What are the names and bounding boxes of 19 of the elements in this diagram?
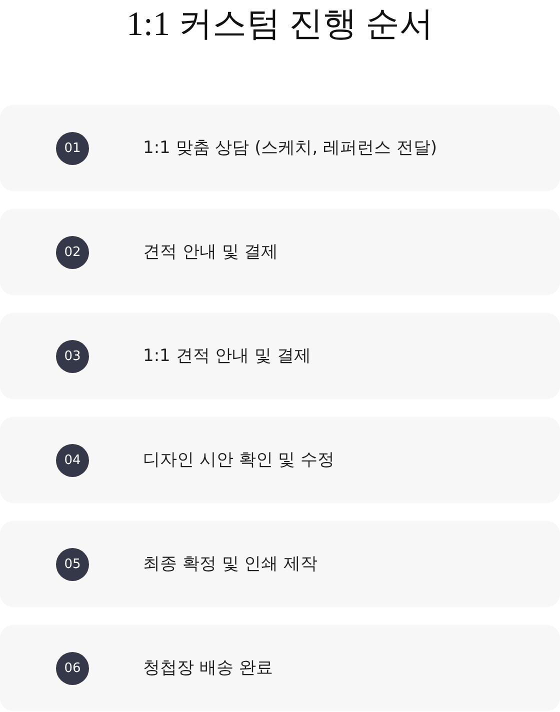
step-text: 청첩장 배송 완료 [143,657,273,680]
step-card [0,625,560,711]
step-card [0,209,560,295]
step-text: 1:1 견적 안내 및 결제 [143,345,311,368]
step-text: 1:1 맞춤 상담 (스케치, 레퍼런스 전달) [143,137,438,160]
step-card [0,105,560,191]
page-title: 1:1 커스텀 진행 순서 [126,5,434,45]
step-number-badge: 02 [56,236,89,269]
step-card [0,417,560,503]
step-number-badge: 03 [56,340,89,373]
step-number-badge: 01 [56,132,89,165]
step-card [0,521,560,607]
step-text: 최종 확정 및 인쇄 제작 [143,553,318,576]
step-text: 디자인 시안 확인 및 수정 [143,449,335,472]
step-text: 견적 안내 및 결제 [143,241,278,264]
step-card [0,313,560,399]
step-number-badge: 04 [56,444,89,477]
step-number-badge: 05 [56,548,89,581]
step-number-badge: 06 [56,652,89,685]
